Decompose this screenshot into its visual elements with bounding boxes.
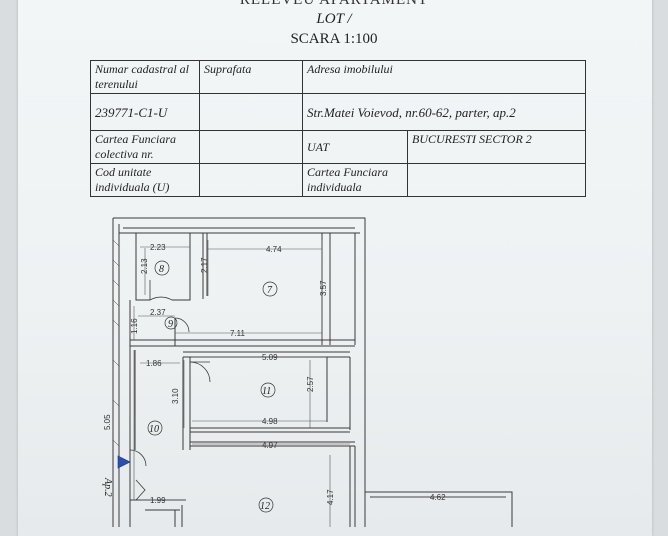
address-label: Adresa imobilului	[301, 60, 587, 94]
uat-value: BUCURESTI SECTOR 2	[406, 130, 587, 164]
room-number-9: 9	[168, 319, 173, 330]
dim-label: 3.57	[319, 280, 328, 296]
address-value: Str.Matei Voievod, nr.60-62, parter, ap.…	[301, 93, 587, 131]
lot-label: LOT /	[316, 11, 352, 27]
unit-code-label: Cod unitate individuala (U)	[90, 163, 200, 197]
dim-label: 4.97	[262, 441, 278, 450]
dim-label: 2.37	[150, 308, 166, 317]
dim-label: 5.05	[103, 414, 112, 430]
room-number-11: 11	[262, 386, 271, 397]
dim-label: 1.86	[146, 359, 162, 368]
dim-label: 5.09	[262, 353, 278, 362]
cadastral-number-label: Numar cadastral al terenului	[90, 60, 200, 94]
room-number-12: 12	[260, 501, 270, 512]
surface-label: Suprafata	[199, 60, 303, 94]
dim-label: 4.17	[326, 489, 335, 505]
entrance-arrow-icon	[118, 456, 130, 468]
uat-label: UAT	[302, 130, 408, 164]
dim-label: 2.17	[200, 257, 209, 273]
cf-collective-label: Cartea Funciara colectiva nr.	[90, 130, 200, 164]
surface-value	[199, 93, 303, 131]
cf-collective-value	[199, 130, 303, 164]
room-number-8: 8	[159, 264, 164, 275]
cf-individual-label: Cartea Funciara individuala	[302, 163, 408, 197]
dim-label: 7.11	[230, 329, 246, 338]
dim-label: 2.13	[140, 258, 149, 274]
scale-label: SCARA 1:100	[290, 31, 378, 47]
dim-label: 2.23	[150, 243, 166, 252]
dim-label: 4.62	[430, 493, 446, 502]
property-info-table: Numar cadastral al terenului Suprafata A…	[90, 60, 587, 197]
document-title: RELEVEU APARTAMENT	[239, 0, 429, 8]
plan-outer-wall	[113, 218, 365, 527]
dim-label: 4.98	[262, 417, 278, 426]
cf-individual-value	[406, 163, 587, 197]
dim-label: 4.74	[266, 245, 282, 254]
dim-label: 1.16	[130, 318, 139, 334]
entrance-label: Ap.2	[102, 477, 113, 497]
unit-code-value	[199, 163, 303, 197]
room-number-7: 7	[267, 285, 273, 296]
dim-label: 1.99	[150, 496, 166, 505]
cadastral-number-value: 239771-C1-U	[90, 93, 200, 131]
dim-label: 3.10	[171, 388, 180, 404]
room-number-10: 10	[149, 424, 159, 435]
dim-label: 2.57	[306, 376, 315, 392]
